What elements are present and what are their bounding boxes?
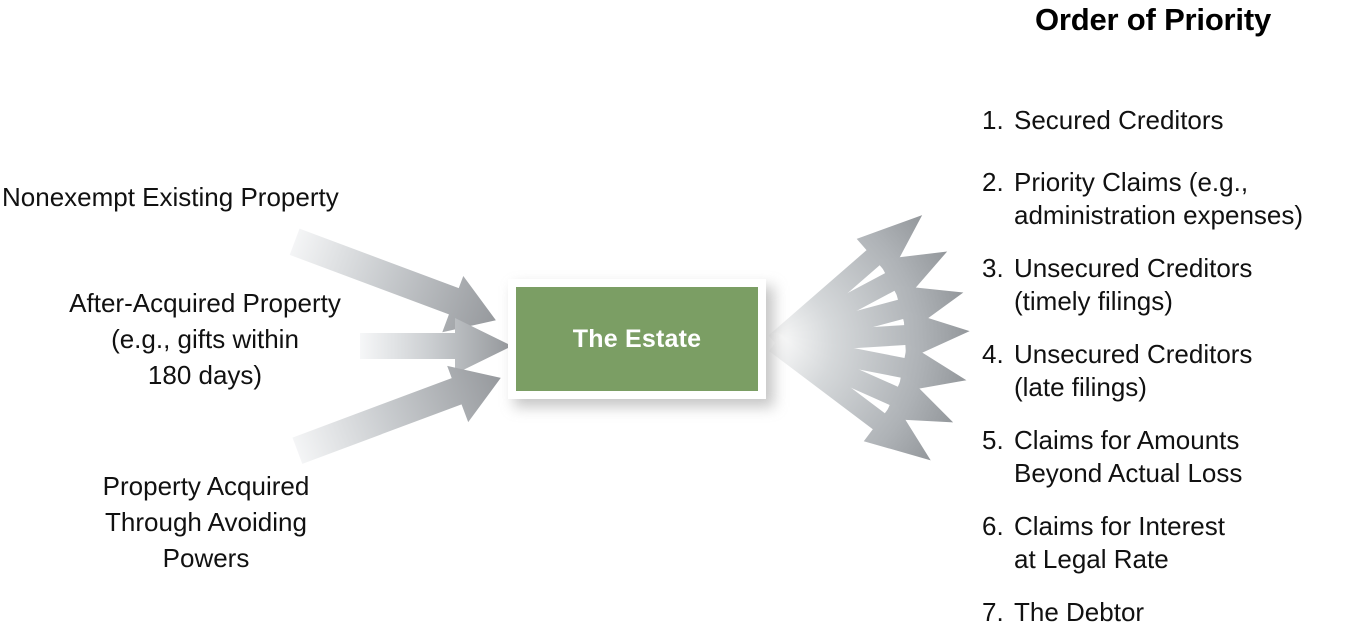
estate-node-frame: The Estate [508, 279, 766, 399]
priority-item-4-number: 4. [982, 339, 1004, 369]
inbound-arrow-2 [360, 318, 512, 374]
estate-node-fill: The Estate [516, 287, 758, 391]
priority-item-3-number: 3. [982, 253, 1004, 283]
estate-node-label: The Estate [572, 324, 702, 353]
priority-item-4-text: Unsecured Creditors (late filings) [1014, 339, 1253, 402]
priority-item-6: 6. Claims for Interest at Legal Rate [982, 510, 1366, 576]
source-label-property-acquired-avoiding-powers: Property Acquired Through Avoiding Power… [102, 471, 310, 573]
outbound-arrow-5 [773, 333, 967, 393]
source-label-after-acquired-property: After-Acquired Property (e.g., gifts wit… [69, 288, 341, 390]
estate-node: The Estate [508, 279, 774, 407]
priority-item-5-text: Claims for Amounts Beyond Actual Loss [1014, 425, 1243, 488]
priority-item-1-text: Secured Creditors [1014, 105, 1224, 135]
inbound-arrow-1 [289, 228, 496, 333]
priority-item-6-number: 6. [982, 511, 1004, 541]
priority-item-1: 1. Secured Creditors [982, 104, 1366, 137]
priority-item-3: 3. Unsecured Creditors (timely filings) [982, 252, 1366, 318]
priority-item-7-text: The Debtor [1014, 597, 1145, 627]
priority-item-2-text: Priority Claims (e.g., administration ex… [1014, 167, 1304, 230]
priority-item-2-number: 2. [982, 167, 1004, 197]
priority-item-2: 2. Priority Claims (e.g., administration… [982, 166, 1366, 232]
priority-item-5: 5. Claims for Amounts Beyond Actual Loss [982, 424, 1366, 490]
page-title: Order of Priority [1034, 2, 1272, 37]
outbound-arrow-6 [770, 333, 954, 423]
priority-item-3-text: Unsecured Creditors (timely filings) [1014, 253, 1253, 316]
priority-item-1-number: 1. [982, 105, 1004, 135]
priority-item-6-text: Claims for Interest at Legal Rate [1014, 511, 1225, 574]
priority-item-7-number: 7. [982, 597, 1004, 627]
priority-item-4: 4. Unsecured Creditors (late filings) [982, 338, 1366, 404]
outbound-arrow-7 [768, 335, 931, 461]
priority-item-7: 7. The Debtor [982, 596, 1366, 629]
priority-item-5-number: 5. [982, 425, 1004, 455]
source-label-nonexempt-existing-property: Nonexempt Existing Property [2, 182, 339, 212]
inbound-arrow-3 [292, 365, 501, 464]
